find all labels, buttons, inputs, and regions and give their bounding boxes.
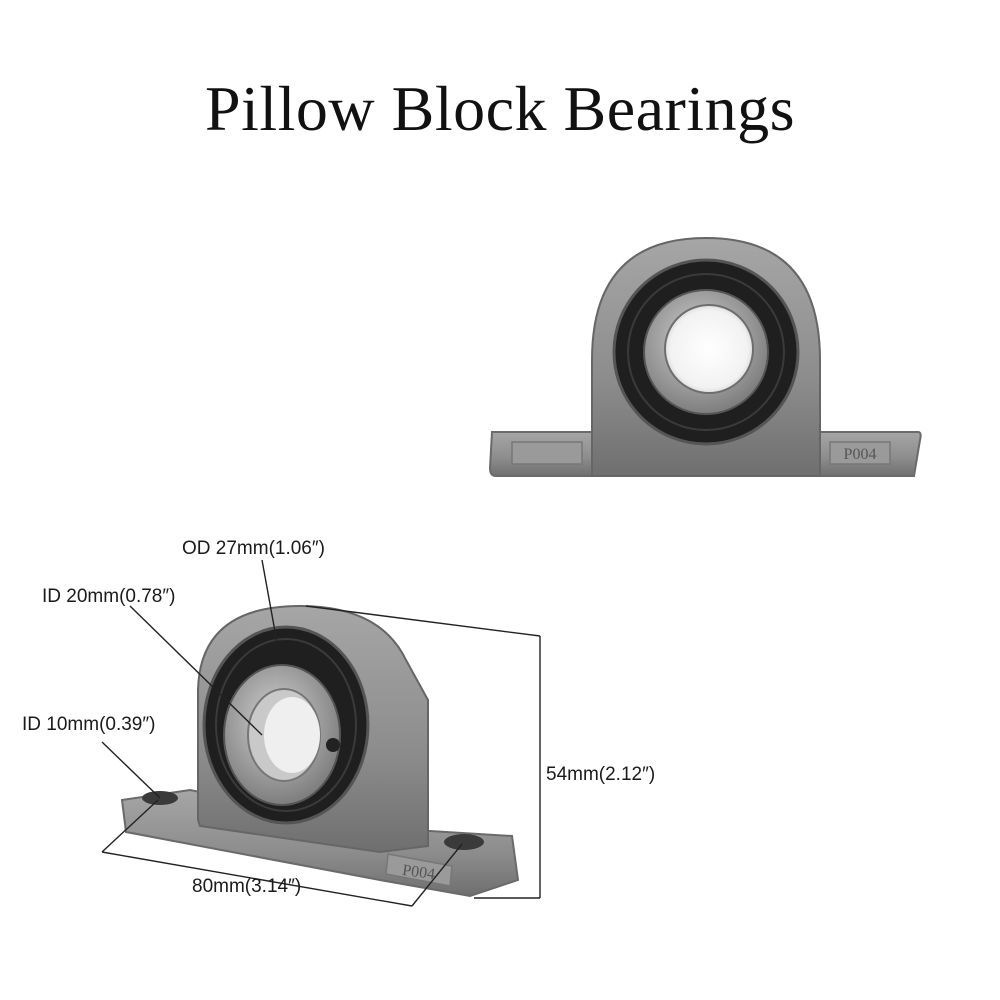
dimension-lines (101, 559, 541, 907)
outer-diameter-label: OD 27mm(1.06″) (182, 538, 325, 559)
housing-marking-angled: P004 (401, 862, 436, 883)
inner-diameter-label: ID 20mm(0.78″) (42, 586, 176, 607)
page-title: Pillow Block Bearings (204, 73, 796, 144)
bolt-hole-label: ID 10mm(0.39″) (22, 714, 156, 735)
height-label: 54mm(2.12″) (546, 764, 656, 785)
bearing-angled-view: P004 (120, 604, 520, 898)
housing-marking-front: P004 (844, 446, 877, 463)
length-label: 80mm(3.14″) (192, 876, 302, 897)
bearing-front-view: P004 (488, 236, 922, 477)
